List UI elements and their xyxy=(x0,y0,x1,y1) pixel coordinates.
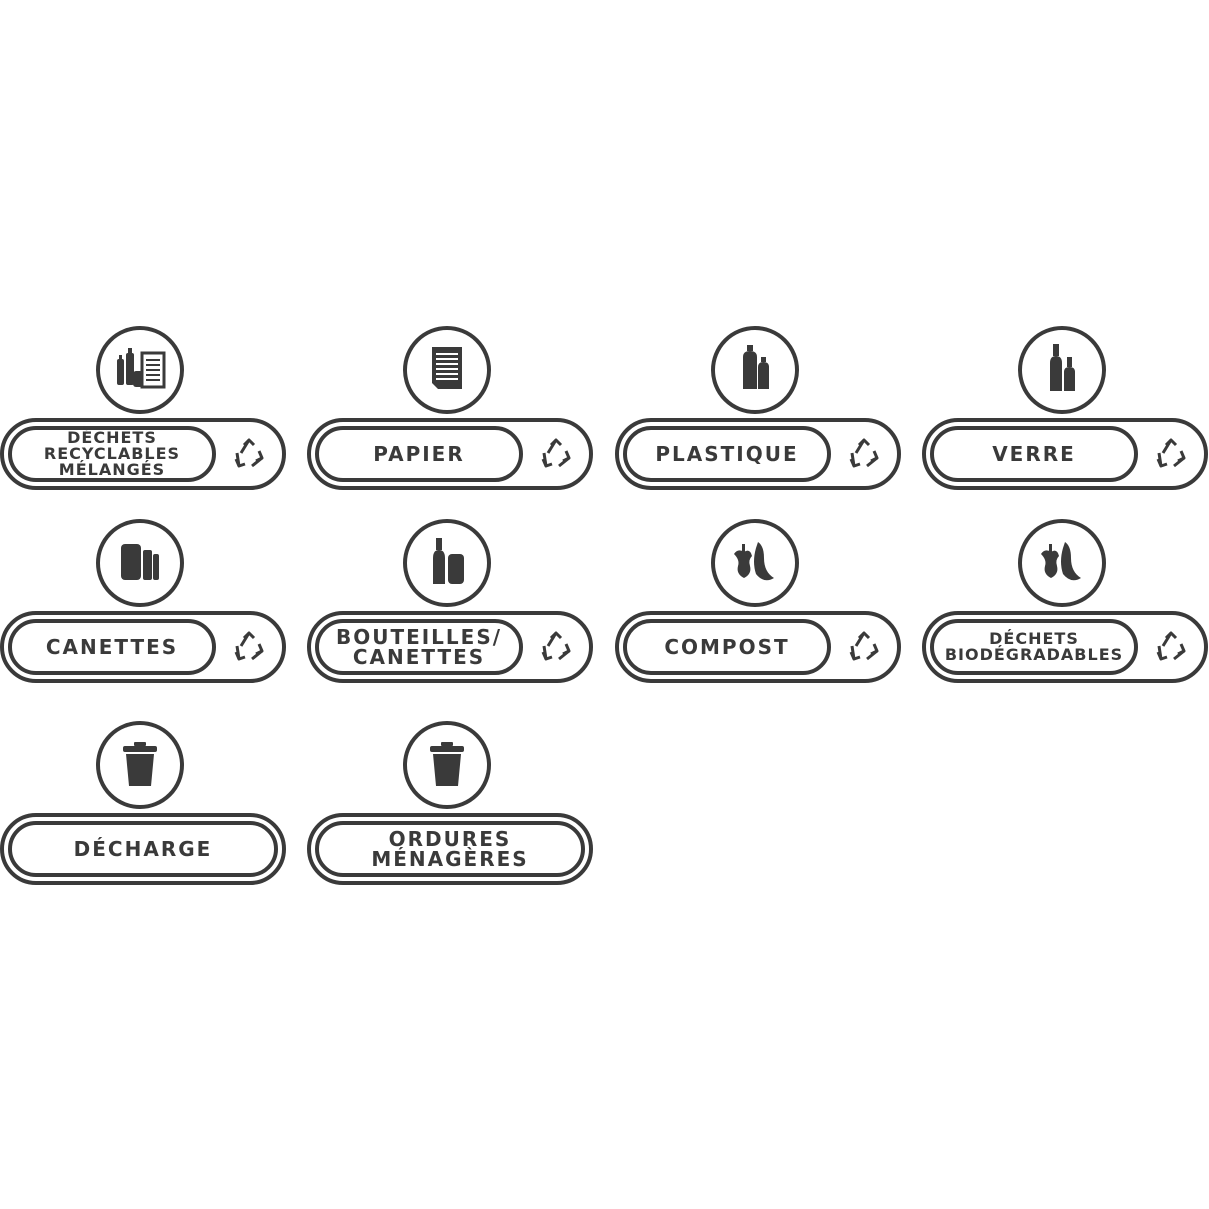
label-bar: COMPOST xyxy=(615,611,901,683)
label-text: DÉCHETS RECYCLABLES MÉLANGÉS xyxy=(43,428,181,479)
food-scraps-icon xyxy=(711,519,799,607)
label-text-pill: VERRE xyxy=(930,426,1138,482)
label-text: ORDURES MÉNAGÈRES xyxy=(371,827,529,871)
label-bottles-cans: BOUTEILLES/ CANETTES xyxy=(307,519,593,683)
recycle-icon xyxy=(1152,435,1190,473)
label-text: COMPOST xyxy=(664,635,790,659)
trash-can-icon xyxy=(96,721,184,809)
label-text-pill: DÉCHETS RECYCLABLES MÉLANGÉS xyxy=(8,426,216,482)
trash-can-icon xyxy=(403,721,491,809)
recycle-icon xyxy=(230,435,268,473)
label-text: DÉCHETS BIODÉGRADABLES xyxy=(944,629,1124,664)
recycle-icon xyxy=(230,628,268,666)
label-text-pill: COMPOST xyxy=(623,619,831,675)
label-bar: DÉCHETS RECYCLABLES MÉLANGÉS xyxy=(0,418,286,490)
label-bar: BOUTEILLES/ CANETTES xyxy=(307,611,593,683)
glass-bottles-icon xyxy=(1018,326,1106,414)
label-text-pill: BOUTEILLES/ CANETTES xyxy=(315,619,523,675)
food-scraps-icon xyxy=(1018,519,1106,607)
label-text-pill: DÉCHETS BIODÉGRADABLES xyxy=(930,619,1138,675)
label-text: CANETTES xyxy=(45,635,179,659)
label-bar: PAPIER xyxy=(307,418,593,490)
label-text-pill: PAPIER xyxy=(315,426,523,482)
recycle-icon xyxy=(845,435,883,473)
paper-icon xyxy=(403,326,491,414)
label-compost: COMPOST xyxy=(615,519,901,683)
label-glass: VERRE xyxy=(922,326,1208,490)
label-text: BOUTEILLES/ CANETTES xyxy=(335,625,503,669)
recycle-icon xyxy=(1152,628,1190,666)
plastic-bottles-icon xyxy=(711,326,799,414)
recycle-icon xyxy=(537,628,575,666)
label-mixed-recyclables: DÉCHETS RECYCLABLES MÉLANGÉS xyxy=(0,326,286,490)
label-text-pill: CANETTES xyxy=(8,619,216,675)
label-biodegradable: DÉCHETS BIODÉGRADABLES xyxy=(922,519,1208,683)
label-text: DÉCHARGE xyxy=(73,837,213,861)
label-text: PLASTIQUE xyxy=(655,442,799,466)
label-bar: DÉCHETS BIODÉGRADABLES xyxy=(922,611,1208,683)
cans-icon xyxy=(96,519,184,607)
recycle-icon xyxy=(537,435,575,473)
mixed-recyclables-icon xyxy=(96,326,184,414)
label-bar: CANETTES xyxy=(0,611,286,683)
label-household-waste: ORDURES MÉNAGÈRES xyxy=(307,721,593,885)
label-bar: DÉCHARGE xyxy=(0,813,286,885)
label-text-pill: ORDURES MÉNAGÈRES xyxy=(315,821,585,877)
label-bar: VERRE xyxy=(922,418,1208,490)
label-bar: PLASTIQUE xyxy=(615,418,901,490)
label-text-pill: PLASTIQUE xyxy=(623,426,831,482)
label-paper: PAPIER xyxy=(307,326,593,490)
recycle-icon xyxy=(845,628,883,666)
label-text: PAPIER xyxy=(373,442,465,466)
label-landfill: DÉCHARGE xyxy=(0,721,286,885)
label-plastic: PLASTIQUE xyxy=(615,326,901,490)
label-text: VERRE xyxy=(992,442,1076,466)
label-cans: CANETTES xyxy=(0,519,286,683)
label-bar: ORDURES MÉNAGÈRES xyxy=(307,813,593,885)
bottle-can-icon xyxy=(403,519,491,607)
label-text-pill: DÉCHARGE xyxy=(8,821,278,877)
